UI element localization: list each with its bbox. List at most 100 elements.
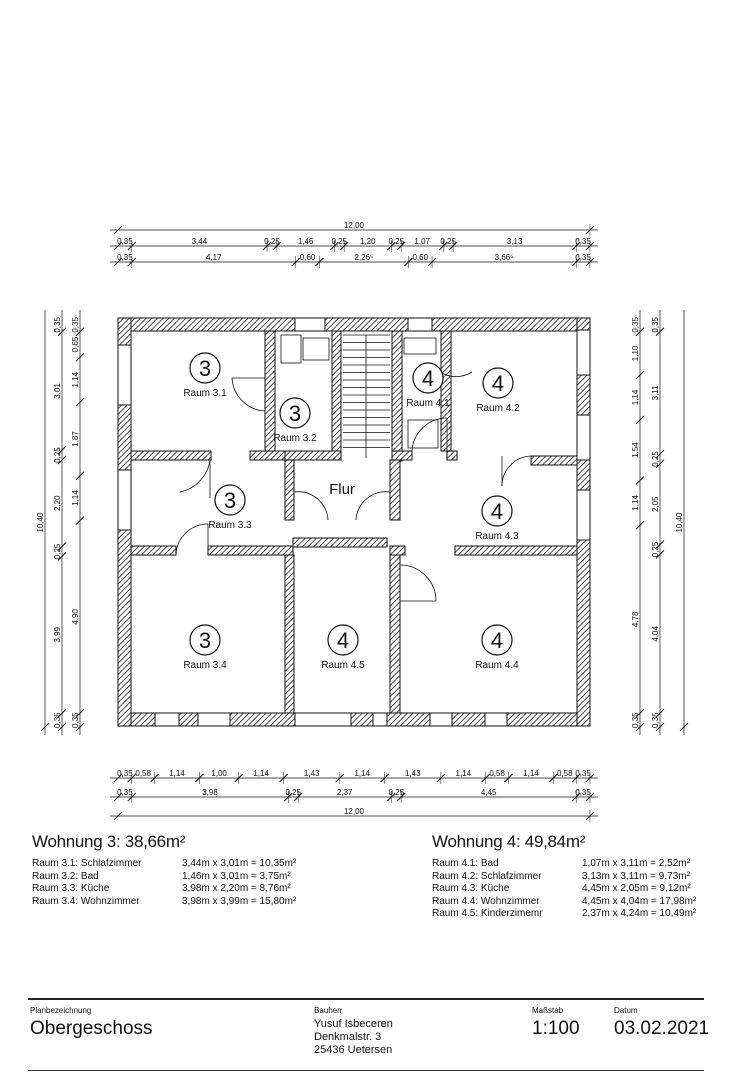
- dimension-label: 1,14: [523, 769, 539, 778]
- dimension-label: 1,14: [169, 769, 185, 778]
- room-calculation: 3,98m x 3,99m = 15,80m²: [182, 895, 297, 907]
- room-label: Raum 3.3: [208, 520, 252, 531]
- scale-label: Maßstab: [532, 1006, 564, 1015]
- room-calculation: 2,37m x 4,24m = 10,49m²: [582, 908, 697, 919]
- dimension-label: 1,87: [71, 431, 80, 447]
- owner-street: Denkmalstr. 3: [314, 1031, 382, 1043]
- room-calculation: 3,44m x 3,01m = 10,35m²: [182, 858, 297, 869]
- dimension-label: 3,99: [53, 626, 62, 642]
- room-number-circle: [214, 484, 246, 516]
- room-calculation: 4,45m x 4,04m = 17,98m²: [582, 895, 697, 907]
- dimension-label: 0,35: [71, 712, 80, 728]
- room-label: Raum 3.1: [183, 388, 227, 399]
- dimension-label: 0,35: [575, 237, 591, 246]
- dimension-label: 0,60: [412, 253, 428, 262]
- dimension-lines: 12,00 0,35 3,44 0,25 1,46 0,25 1,20 0,25 1,07 0,2…: [36, 221, 689, 822]
- windows: [117, 317, 591, 727]
- room-name: Raum 3.4: Wohnzimmer: [32, 895, 140, 907]
- room-number-circle: [189, 624, 221, 656]
- scale-value: 1:100: [532, 1018, 580, 1039]
- wohnung-3-summary: Wohnung 3: 38,66m² Raum 3.1: Schlafzimme…: [32, 832, 296, 908]
- flur-label: Flur: [329, 481, 355, 498]
- dimension-label: 0,35: [53, 317, 62, 333]
- dimension-label: 0,35: [117, 788, 133, 797]
- room-number: 4: [491, 499, 503, 524]
- date-field: Datum 03.02.2021: [614, 1006, 709, 1040]
- room-calculation: 4,45m x 2,05m = 9,12m²: [582, 883, 691, 894]
- dimension-label: 0,25: [651, 541, 660, 557]
- room-calculation: 3,13m x 3,11m = 9,73m²: [582, 870, 690, 882]
- dimension-label: 0,58: [135, 769, 151, 778]
- dimension-label: 1,10: [631, 345, 640, 361]
- dimension-label: 0,35: [117, 253, 133, 262]
- owner-name: Yusuf Isbeceren: [314, 1018, 393, 1030]
- wohnung-3-title: Wohnung 3: 38,66m²: [32, 832, 186, 851]
- dimension-label: 0,25: [264, 237, 280, 246]
- dimension-label: 0,35: [117, 769, 133, 778]
- dimension-label: 1,14: [71, 490, 80, 506]
- dimension-label: 10,40: [36, 512, 45, 533]
- owner-city: 25436 Uetersen: [314, 1044, 393, 1056]
- room-label: Raum 4.1: [406, 398, 450, 409]
- dimension-label: 1,14: [631, 389, 640, 405]
- dimension-label: 3,44: [192, 237, 208, 246]
- room-label: Raum 3.2: [273, 433, 317, 444]
- dimension-label: 1,46: [298, 237, 314, 246]
- dimension-label: 0,35: [651, 317, 660, 333]
- dimension-label: 1,14: [354, 769, 370, 778]
- dimension-label: 3,13: [507, 237, 523, 246]
- wohnung-4-title: Wohnung 4: 49,84m²: [432, 832, 586, 851]
- dimension-label: 0,65: [71, 336, 80, 352]
- dimension-label: 3,01: [53, 383, 62, 399]
- dimension-label: 4,04: [651, 625, 660, 641]
- dimension-label: 1,20: [360, 237, 376, 246]
- dimension-label: 12,00: [344, 807, 365, 816]
- room-number: 3: [289, 401, 301, 426]
- dimension-label: 4,90: [71, 609, 80, 625]
- room-name: Raum 3.1: Schlafzimmer: [32, 858, 142, 869]
- dimension-label: 0,25: [331, 237, 347, 246]
- room-number: 3: [199, 356, 211, 381]
- dimension-label: 0,25: [53, 543, 62, 559]
- dimension-label: 0,58: [557, 769, 573, 778]
- dimension-label: 0,35: [53, 712, 62, 728]
- room-label: Raum 4.4: [475, 660, 519, 671]
- room-name: Raum 3.2: Bad: [32, 870, 99, 882]
- room-calculation: 1,07m x 3,11m = 2,52m²: [582, 858, 690, 869]
- dimension-label: 0,35: [575, 253, 591, 262]
- room-label: Raum 4.3: [475, 531, 519, 542]
- dimension-label: 0,35: [651, 712, 660, 728]
- dimension-label: 0,35: [631, 317, 640, 333]
- plan-name: Obergeschoss: [30, 1018, 153, 1039]
- room-calculation: 1,46m x 3,01m = 3,75m²: [182, 870, 291, 882]
- dimension-label: 1,07: [414, 237, 430, 246]
- room-number-circle: [327, 624, 359, 656]
- room-number: 3: [199, 628, 211, 653]
- dimension-label: 0,25: [285, 788, 301, 797]
- plan-name-label: Planbezeichnung: [30, 1006, 92, 1015]
- room-number: 4: [337, 628, 349, 653]
- dimension-label: 0,25: [651, 451, 660, 467]
- room-number-circle: [189, 352, 221, 384]
- dimension-label: 0,25: [388, 237, 404, 246]
- dimension-label: 4,45: [481, 788, 497, 797]
- scale-field: Maßstab 1:100: [532, 1006, 580, 1040]
- room-calculation: 3,98m x 2,20m = 8,76m²: [182, 883, 291, 894]
- title-block: Planbezeichnung Obergeschoss Bauherr Yus…: [28, 998, 709, 1071]
- doors: [175, 334, 532, 602]
- dimension-label: 1,14: [631, 495, 640, 511]
- dimension-label: 0,35: [631, 712, 640, 728]
- room-name: Raum 4.3: Küche: [432, 883, 510, 894]
